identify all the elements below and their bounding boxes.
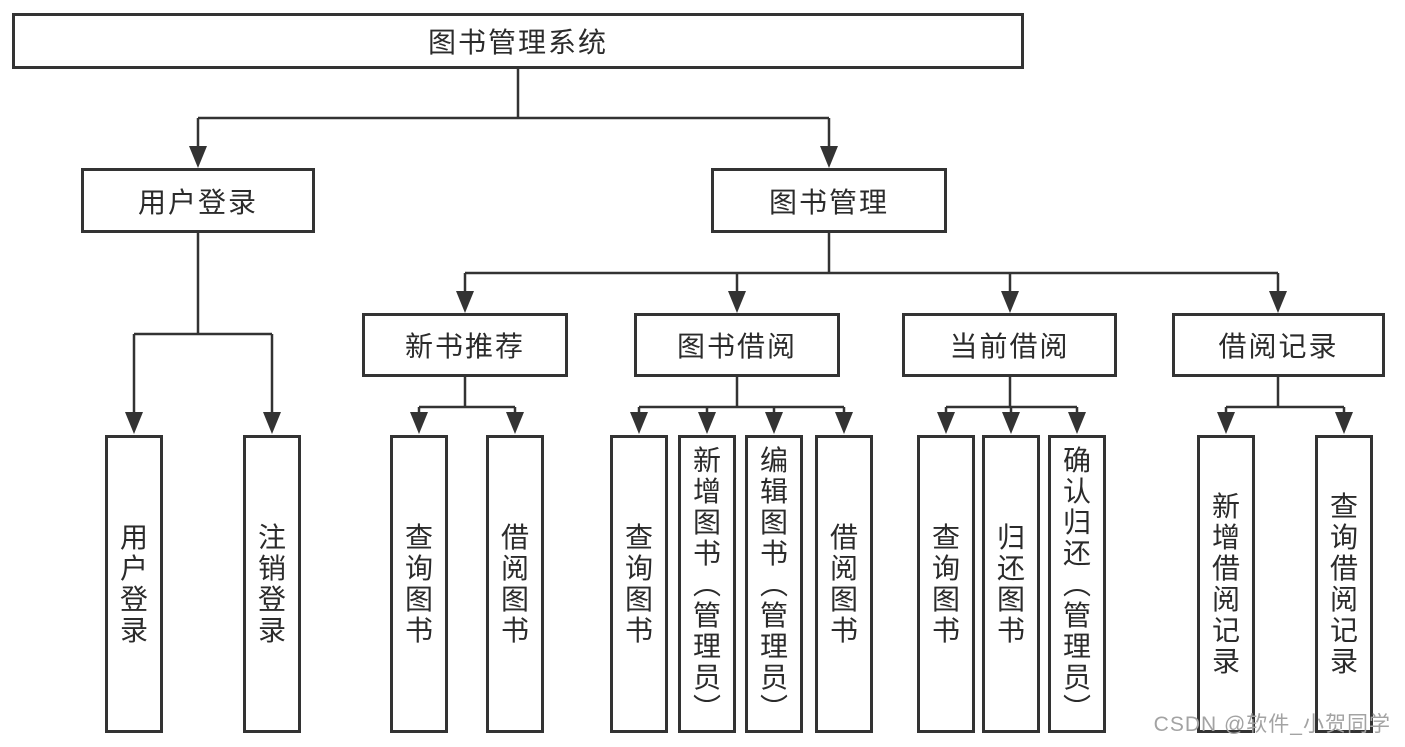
node-label: 用户登录 (119, 522, 148, 646)
node-nbr-borrow-books: 借阅图书 (486, 435, 544, 733)
node-label: 查询图书 (624, 522, 653, 646)
node-book-management: 图书管理 (711, 168, 947, 233)
node-book-borrowing: 图书借阅 (634, 313, 840, 377)
node-user-login-leaf: 用户登录 (105, 435, 163, 733)
node-label: 新增借阅记录 (1211, 491, 1240, 677)
node-cb-confirm-return-admin: 确认归还︵管理员︶ (1048, 435, 1106, 733)
node-label: 查询图书 (404, 522, 433, 646)
node-label: 注销登录 (257, 522, 286, 646)
node-label: 用户登录 (137, 186, 258, 218)
node-label: 归还图书 (996, 522, 1025, 646)
node-label: 借阅记录 (1218, 331, 1339, 362)
node-current-borrowing: 当前借阅 (902, 313, 1117, 377)
node-label: 查询借阅记录 (1329, 491, 1358, 677)
node-logout: 注销登录 (243, 435, 301, 733)
node-label: 当前借阅 (949, 331, 1070, 362)
node-bb-query-books: 查询图书 (610, 435, 668, 733)
node-label: 查询图书 (931, 522, 960, 646)
node-borrowing-records: 借阅记录 (1172, 313, 1385, 377)
node-nbr-query-books: 查询图书 (390, 435, 448, 733)
node-label: 图书管理系统 (427, 27, 608, 58)
node-label: 图书借阅 (676, 331, 797, 362)
node-br-add-record: 新增借阅记录 (1197, 435, 1255, 733)
node-new-book-recommendation: 新书推荐 (362, 313, 568, 377)
csdn-watermark: CSDN @软件_小贺同学 (1153, 713, 1391, 736)
arrowheads (125, 146, 1353, 434)
node-bb-edit-books-admin: 编辑图书︵管理员︶ (745, 435, 803, 733)
node-br-query-record: 查询借阅记录 (1315, 435, 1373, 733)
node-bb-borrow-books: 借阅图书 (815, 435, 873, 733)
node-cb-query-books: 查询图书 (917, 435, 975, 733)
node-label: 借阅图书 (829, 522, 858, 646)
node-label: 借阅图书 (500, 522, 529, 646)
node-label: 图书管理 (768, 186, 889, 218)
node-label: 新书推荐 (404, 331, 525, 362)
node-user-login: 用户登录 (81, 168, 315, 233)
node-label: 新增图书︵管理员︶ (692, 444, 721, 724)
node-cb-return-books: 归还图书 (982, 435, 1040, 733)
node-label: 确认归还︵管理员︶ (1062, 444, 1091, 724)
node-bb-add-books-admin: 新增图书︵管理员︶ (678, 435, 736, 733)
node-label: 编辑图书︵管理员︶ (759, 444, 788, 724)
node-library-management-system: 图书管理系统 (12, 13, 1024, 69)
